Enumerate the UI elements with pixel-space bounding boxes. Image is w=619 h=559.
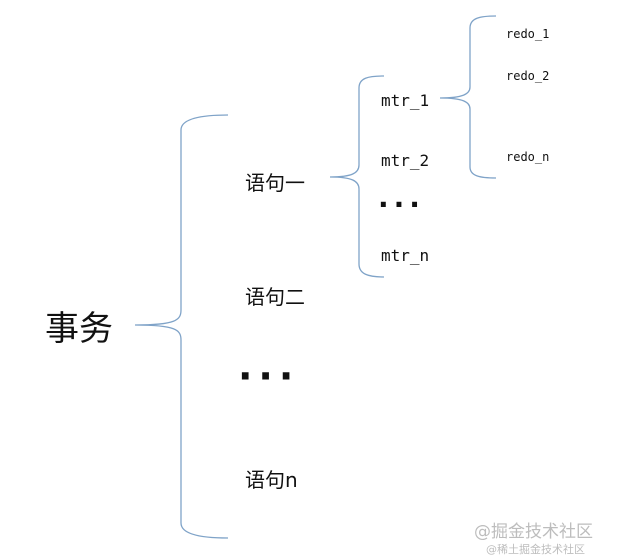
mtr-one-label: mtr_1	[381, 91, 429, 110]
watermark-secondary: @稀土掘金技术社区	[486, 542, 585, 556]
mtr-n-label: mtr_n	[381, 246, 429, 265]
watermark-primary: @掘金技术社区	[474, 522, 593, 542]
statement-ellipsis: ···	[238, 354, 299, 398]
statement-one-label: 语句一	[245, 171, 305, 195]
mtr-ellipsis: ···	[378, 188, 425, 221]
mtr-two-label: mtr_2	[381, 151, 429, 170]
redo-n-label: redo_n	[506, 150, 549, 164]
transaction-label: 事务	[45, 309, 113, 349]
redo-one-label: redo_1	[506, 27, 549, 41]
brace-transaction	[134, 114, 229, 539]
statement-two-label: 语句二	[245, 285, 305, 309]
redo-two-label: redo_2	[506, 69, 549, 83]
statement-n-label: 语句n	[245, 468, 298, 492]
brace-statement-one	[329, 75, 385, 278]
brace-mtr-one	[439, 15, 497, 179]
